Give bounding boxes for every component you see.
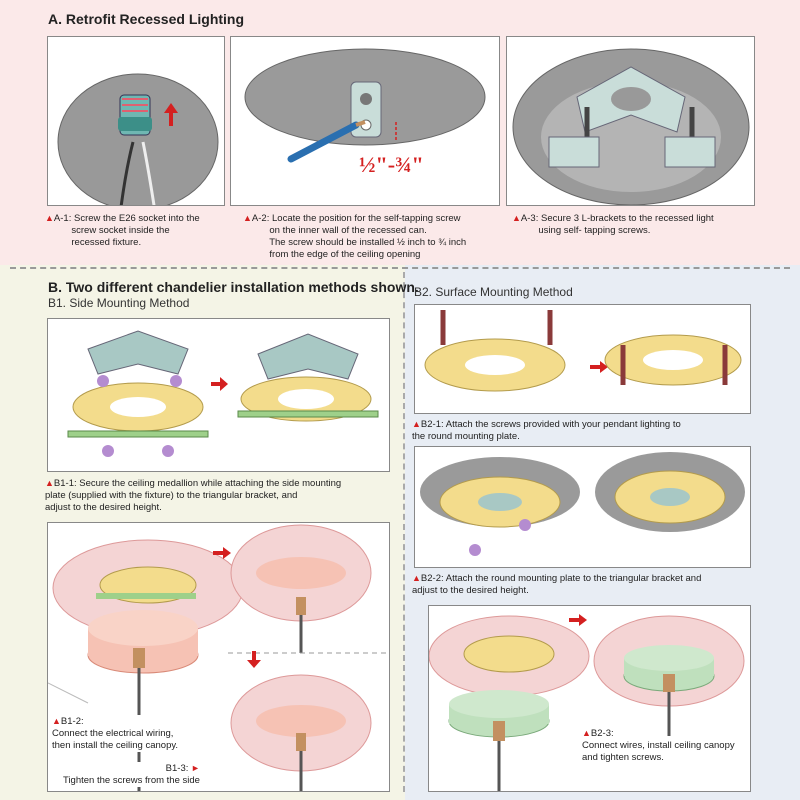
caption-b2-2-text: Attach the round mounting plate to the t… — [412, 573, 702, 596]
caption-a3-id: A-3: — [520, 213, 539, 224]
caption-b2-1-id: B2-1: — [420, 419, 444, 430]
caption-b2-1-text: Attach the screws provided with your pen… — [412, 419, 681, 442]
a1-illustration — [57, 73, 219, 205]
caption-b2-3: ▲B2-3: Connect wires, install ceiling ca… — [582, 728, 735, 763]
caption-b1-3-text: Tighten the screws from the side — [63, 775, 200, 786]
caption-a3: ▲A-3: Secure 3 L-brackets to the recesse… — [512, 213, 714, 236]
panel-a3 — [506, 36, 755, 206]
section-divider — [10, 267, 790, 269]
caption-b1-1: ▲B1-1: Secure the ceiling medallion whil… — [45, 478, 342, 513]
b2-subtitle: B2. Surface Mounting Method — [414, 285, 573, 299]
caption-b2-3-id: B2-3: — [590, 728, 614, 739]
caption-a2-text: Locate the position for the self-tapping… — [269, 213, 467, 260]
section-b-title: B. Two different chandelier installation… — [48, 279, 419, 295]
caption-a3-text: Secure 3 L-brackets to the recessed ligh… — [538, 213, 714, 236]
caption-b2-2: ▲B2-2: Attach the round mounting plate t… — [412, 573, 702, 596]
b2-2-illustration — [420, 452, 745, 556]
b1-2-illustration — [48, 524, 389, 791]
caption-b1-3-id: B1-3: — [165, 763, 189, 774]
caption-a1-text: Screw the E26 socket into the screw sock… — [71, 213, 200, 248]
b2-1-illustration — [424, 310, 742, 392]
a3-illustration — [512, 48, 750, 205]
measurement-label: ½"-¾" — [359, 152, 424, 177]
caption-b2-3-text: Connect wires, install ceiling canopy an… — [582, 740, 735, 763]
b1-subtitle: B1. Side Mounting Method — [48, 296, 190, 310]
caption-b1-1-text: Secure the ceiling medallion while attac… — [45, 478, 342, 513]
b1-1-illustration — [67, 330, 379, 457]
caption-b1-3: B1-3: ► Tighten the screws from the side — [63, 762, 200, 787]
panel-b1-1 — [47, 318, 390, 472]
caption-b2-1: ▲B2-1: Attach the screws provided with y… — [412, 419, 681, 442]
panel-a2: ½"-¾" — [230, 36, 500, 206]
caption-a2-id: A-2: — [251, 213, 270, 224]
panel-b2-3 — [428, 605, 751, 792]
caption-b1-2: ▲B1-2: Connect the electrical wiring, th… — [52, 715, 179, 752]
method-divider — [403, 272, 405, 792]
b2-3-illustration — [429, 614, 745, 791]
caption-b1-2-id: B1-2: — [60, 716, 84, 727]
caption-b1-1-id: B1-1: — [53, 478, 77, 489]
section-a-title: A. Retrofit Recessed Lighting — [48, 11, 245, 27]
caption-b2-2-id: B2-2: — [420, 573, 444, 584]
panel-a1 — [47, 36, 225, 206]
panel-b2-1 — [414, 304, 751, 414]
caption-a2: ▲A-2: Locate the position for the self-t… — [243, 213, 467, 260]
panel-b2-2 — [414, 446, 751, 568]
caption-a1: ▲A-1: Screw the E26 socket into the scre… — [45, 213, 200, 248]
caption-a1-id: A-1: — [53, 213, 72, 224]
a2-illustration: ½"-¾" — [244, 48, 486, 177]
caption-b1-2-text: Connect the electrical wiring, then inst… — [52, 728, 179, 751]
